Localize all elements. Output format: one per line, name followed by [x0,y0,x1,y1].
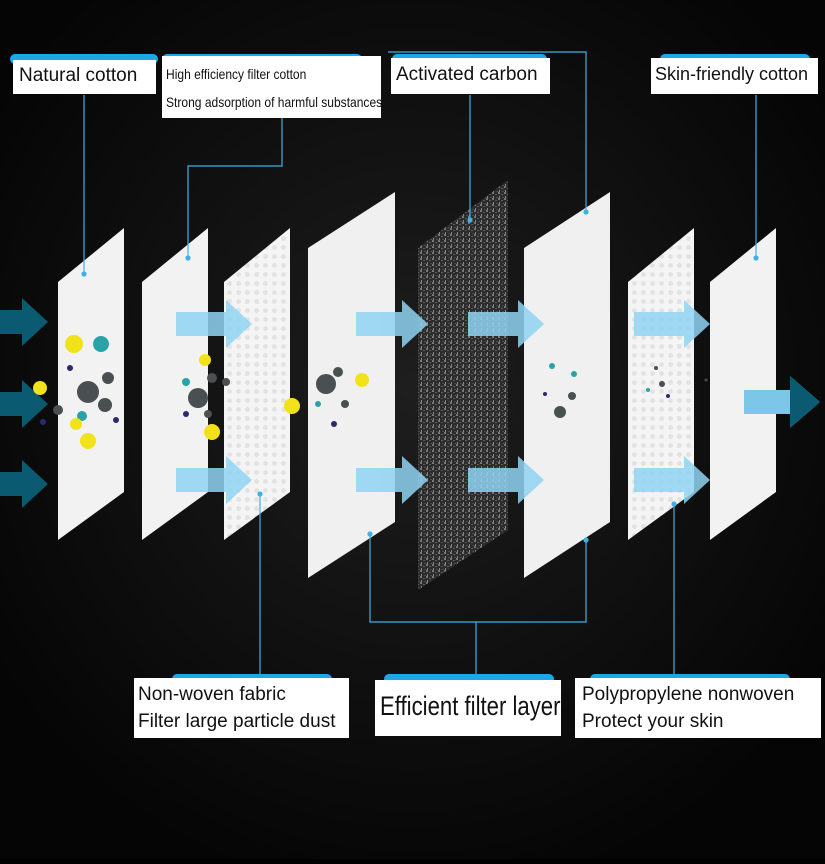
arrow-icon [634,300,710,348]
particle [98,398,112,412]
label-text: Activated carbon [396,64,538,85]
particle [554,406,566,418]
particle [207,373,217,383]
arrow-icon [176,300,252,348]
particle [568,392,576,400]
particle [77,381,99,403]
label-tab [384,674,554,684]
particle [102,372,114,384]
particles [33,335,708,449]
leader-lines [81,51,759,676]
arrow-icon [468,300,544,348]
label-nonwoven: Non-woven fabric Filter large particle d… [134,678,349,738]
particle [77,411,87,421]
filter-sheet-skin-friendly [710,228,776,540]
arrow-icon [356,456,428,504]
leader-hepa [187,118,283,258]
label-text: Filter large particle dust [138,711,336,732]
label-natural-cotton: Natural cotton [13,60,156,94]
arrow-icon [0,380,48,428]
particle [222,378,230,386]
arrow-icon [356,300,428,348]
label-text: Natural cotton [19,65,138,86]
label-hepa: High efficiency filter cotton Strong ads… [162,56,383,118]
label-text: Efficient filter layer [380,691,561,721]
label-text: Protect your skin [582,711,724,732]
particle [182,378,190,386]
label-efficient-filter-layer: Efficient filter layer [375,680,561,736]
particle [40,419,46,425]
filter-sheet-activated-carbon [418,180,508,590]
arrow-icon [634,456,710,504]
filter-sheet-hepa [142,228,208,540]
particle [204,410,212,418]
label-text: Skin-friendly cotton [655,64,809,84]
label-text: Strong adsorption of harmful substances [166,94,383,110]
label-skin-friendly: Skin-friendly cotton [651,58,818,94]
particle [704,378,708,382]
particle [65,335,83,353]
label-text: High efficiency filter cotton [166,66,307,82]
particle [188,388,208,408]
particle [549,363,555,369]
particle [93,336,109,352]
particle [659,381,665,387]
leader-efficient-top [388,51,587,212]
arrow-icon [176,456,252,504]
incoming-arrows [0,298,48,508]
arrow-icon [0,460,48,508]
particle [543,392,547,396]
arrow-icon [790,376,820,428]
filter-sheet-nonwoven [224,228,290,540]
particle [204,424,220,440]
particle [654,366,658,370]
outgoing-arrow [744,376,820,428]
particle [113,417,119,423]
arrow-icon [468,456,544,504]
particle [331,421,337,427]
flow-arrows [176,300,710,504]
label-activated-carbon: Activated carbon [391,58,550,94]
label-text: Polypropylene nonwoven [582,684,795,705]
label-tab [10,54,158,64]
arrow-icon [0,298,48,346]
particle [646,388,650,392]
particle [355,373,369,387]
particle [284,398,300,414]
particle [571,371,577,377]
particle [70,418,82,430]
particle [183,411,189,417]
particle [53,405,63,415]
leader-efficient-bottom [369,534,587,623]
particle [333,367,343,377]
particle [80,433,96,449]
filter-sheet-efficient-2 [524,192,610,578]
particle [315,401,321,407]
label-polypropylene: Polypropylene nonwoven Protect your skin [575,678,821,738]
particle [316,374,336,394]
particle [199,354,211,366]
particle [33,381,47,395]
particle [67,365,73,371]
particle [666,394,670,398]
particle [341,400,349,408]
label-text: Non-woven fabric [138,684,286,705]
